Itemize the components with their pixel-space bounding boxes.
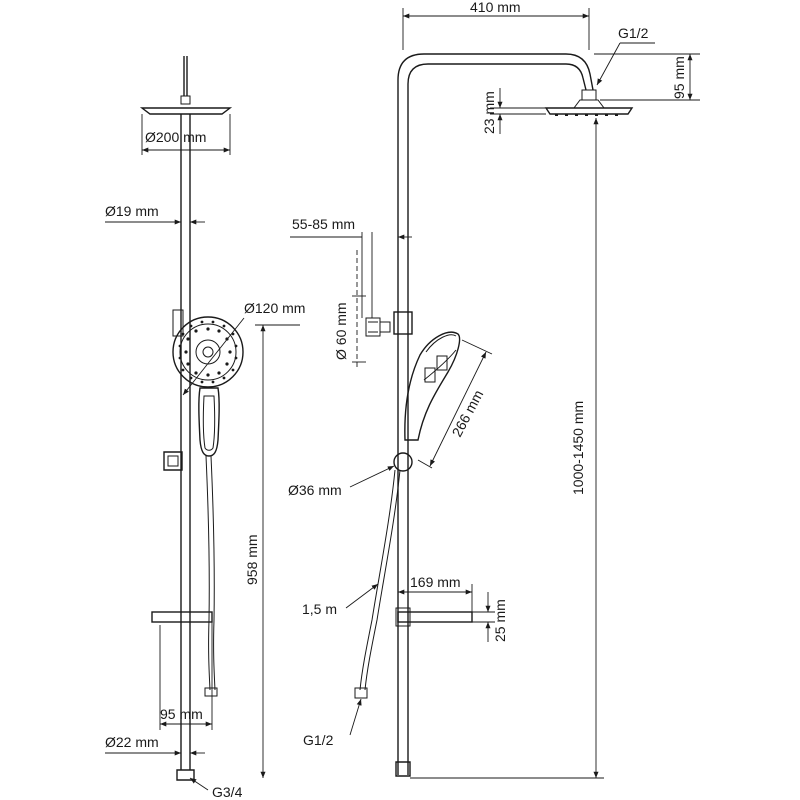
- knob-diameter-label: Ø36 mm: [288, 482, 342, 498]
- holder-diameter-label: Ø 60 mm: [333, 302, 349, 360]
- connection-label: G3/4: [212, 784, 243, 800]
- holder-front: [172, 309, 184, 337]
- handshower-side: [404, 331, 461, 441]
- total-height-label: 1000-1450 mm: [570, 401, 586, 495]
- shower-column-side: [397, 53, 594, 775]
- head-thickness-label: 23 mm: [481, 91, 497, 134]
- overhead-shower-front: [139, 107, 233, 115]
- overhead-diameter-label: Ø200 mm: [145, 129, 206, 145]
- pipe-diameter-label: Ø19 mm: [105, 203, 159, 219]
- holder-adjust-label: 55-85 mm: [292, 216, 355, 232]
- height-label: 958 mm: [244, 534, 260, 585]
- bottom-connector-side: [395, 761, 411, 777]
- wall-holder-side: [365, 311, 413, 337]
- front-view-dimensions: Ø200 mm Ø19 mm Ø120 mm 95 mm Ø22 mm G3/4…: [105, 114, 305, 800]
- shelf-height-label: 25 mm: [492, 599, 508, 642]
- overhead-shower-side: [544, 107, 634, 115]
- hose-side: [359, 469, 396, 691]
- shelf-length-label: 169 mm: [410, 574, 461, 590]
- side-view-dimensions: 410 mm G1/2 95 mm 23 mm 55-85 mm Ø 60 mm…: [288, 0, 700, 779]
- arm-length-label: 410 mm: [470, 0, 521, 15]
- handshower-front: [172, 316, 244, 457]
- bottom-pipe-diameter-label: Ø22 mm: [105, 734, 159, 750]
- handshower-diameter-label: Ø120 mm: [244, 300, 305, 316]
- shelf-front: [151, 611, 213, 623]
- arm-drop-label: 95 mm: [671, 56, 687, 99]
- front-depth-label: 95 mm: [160, 706, 203, 722]
- slider-front: [163, 451, 183, 471]
- hose-front: [205, 455, 211, 691]
- handshower-length-label: 266 mm: [449, 387, 487, 439]
- hose-connection-label: G1/2: [303, 732, 334, 748]
- arm-connection-label: G1/2: [618, 25, 649, 41]
- hose-length-label: 1,5 m: [302, 601, 337, 617]
- knob-side: [393, 452, 413, 472]
- front-view: [139, 56, 244, 781]
- shelf-side: [397, 611, 473, 623]
- side-view: [354, 53, 634, 777]
